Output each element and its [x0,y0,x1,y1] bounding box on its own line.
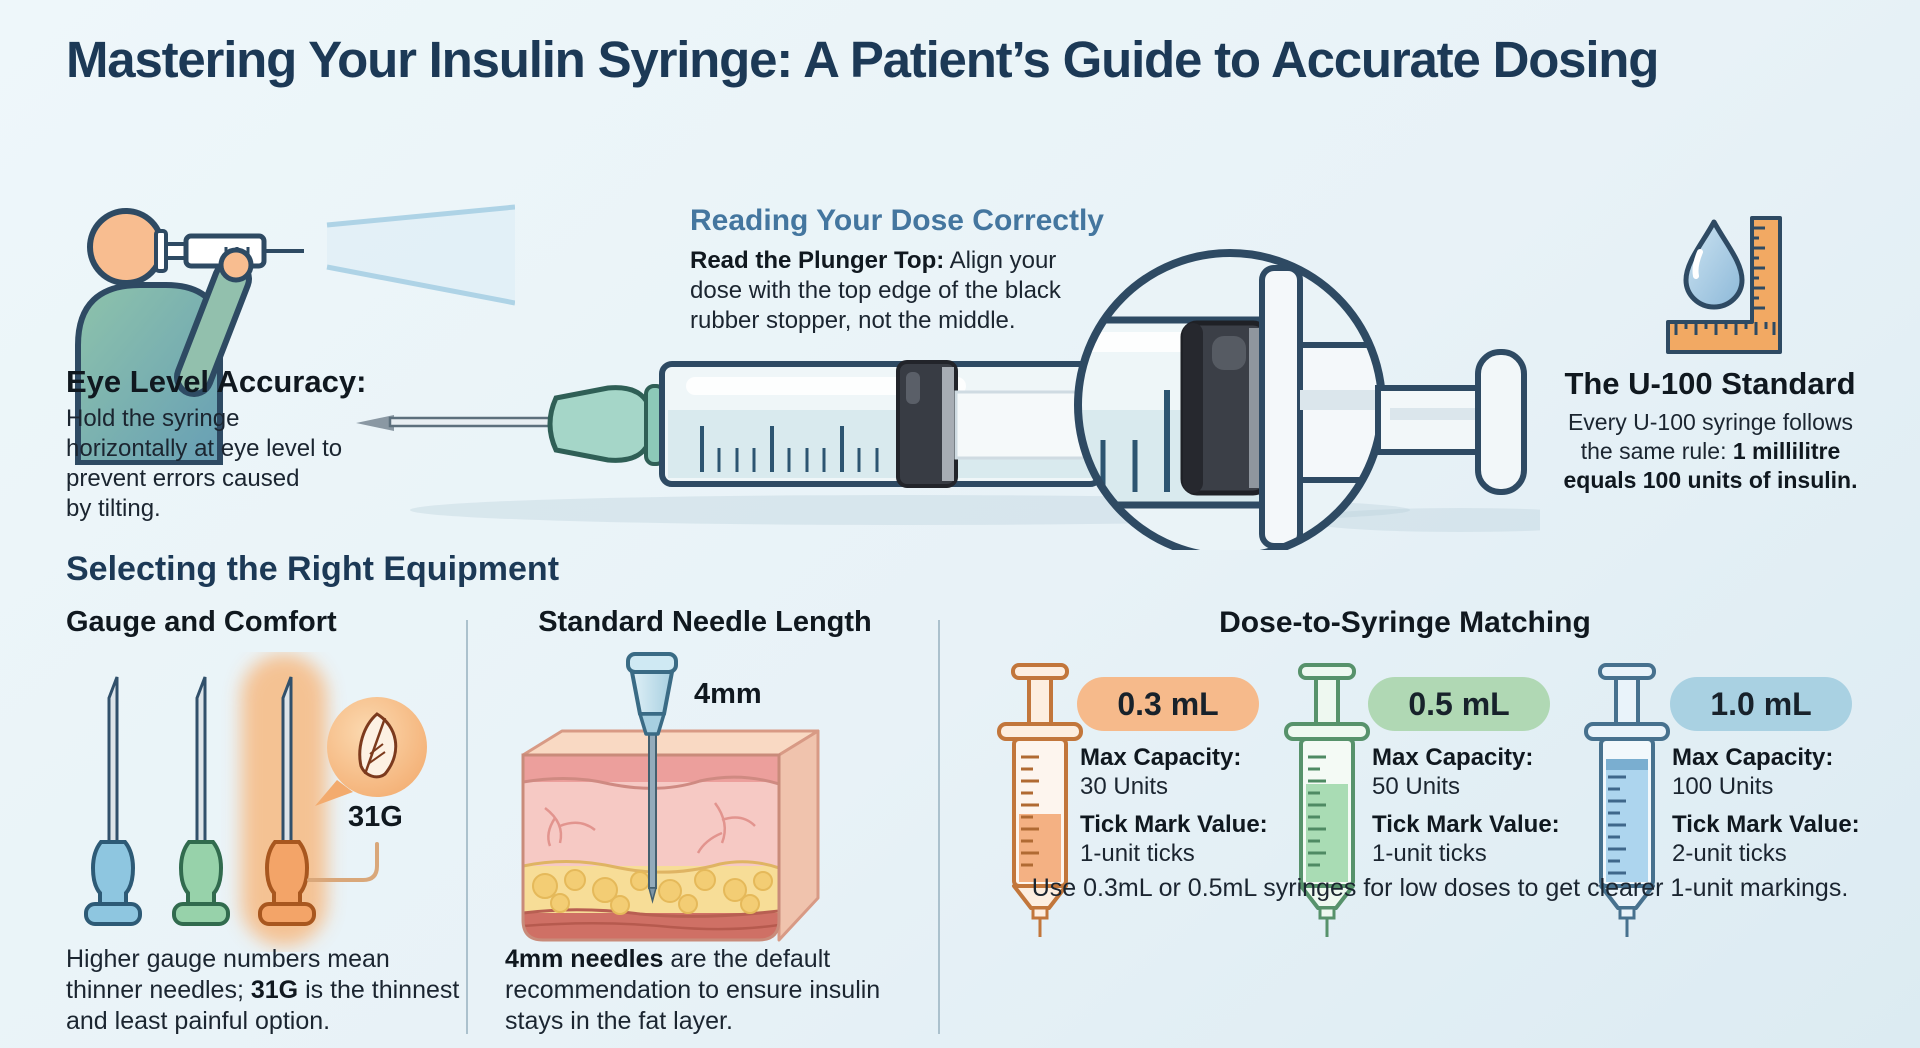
big-syringe-illustration [356,249,1540,550]
rubber-stopper-icon [896,360,958,488]
gauge-label: 31G [348,801,403,833]
feather-bubble-icon [315,697,427,806]
skin-cross-section-illustration [521,652,820,942]
needle-blue-icon [84,676,142,926]
gauge-heading: Gauge and Comfort [66,606,337,638]
needle-length-heading: Standard Needle Length [538,606,872,638]
dose-matching-note: Use 0.3mL or 0.5mL syringes for low dose… [1031,874,1849,902]
syringe-10ml-icon [1584,663,1670,937]
dose-card-05ml: Max Capacity: 50 Units Tick Mark Value: … [1372,744,1560,867]
dose-badge-10ml: 1.0 mL [1670,677,1852,731]
magnified-view [1078,265,1382,549]
hand-icon [218,247,254,283]
dose-badge-05ml: 0.5 mL [1368,677,1550,731]
needle-4mm-icon [626,652,678,904]
ruler-icon [1666,216,1782,354]
eye-level-body: Hold the syringe horizontally at eye lev… [66,405,343,522]
needle-gauge-illustration [84,654,427,946]
dose-card-03ml: Max Capacity: 30 Units Tick Mark Value: … [1080,744,1268,867]
sight-lines-icon [326,204,515,306]
column-divider [466,620,468,1034]
needle-hub-icon [547,384,666,466]
u100-body: Every U-100 syringe follows the same rul… [1563,409,1858,493]
needle-green-icon [172,676,230,926]
eye-level-heading: Eye Level Accuracy: [66,364,367,399]
dose-card-10ml: Max Capacity: 100 Units Tick Mark Value:… [1672,744,1860,867]
u100-heading: The U-100 Standard [1564,366,1856,401]
head-icon [87,208,165,286]
needle-orange-icon [258,676,316,926]
needle-tip-icon [356,415,394,431]
syringe-05ml-icon [1284,663,1370,937]
column-divider [938,620,940,1034]
needle-length-body: 4mm needles are the default recommendati… [505,945,881,1035]
reading-dose-heading: Reading Your Dose Correctly [690,204,1104,237]
page-title: Mastering Your Insulin Syringe: A Patien… [66,31,1659,88]
barrel-ticks [700,426,879,472]
eye-level-person-icon [75,204,515,465]
syringe-03ml-icon [997,663,1083,937]
droplet-icon [1683,219,1745,310]
u100-icon-group [1666,216,1782,354]
dose-badge-03ml: 0.3 mL [1077,677,1259,731]
reading-dose-body: Read the Plunger Top: Align your dose wi… [690,247,1061,334]
gauge-body: Higher gauge numbers mean thinner needle… [66,945,460,1035]
gauge-callout-line [307,842,379,882]
equipment-heading: Selecting the Right Equipment [66,550,560,588]
needle-length-label: 4mm [694,678,762,710]
plunger-icon [1375,349,1527,495]
dose-matching-heading: Dose-to-Syringe Matching [1219,606,1591,639]
